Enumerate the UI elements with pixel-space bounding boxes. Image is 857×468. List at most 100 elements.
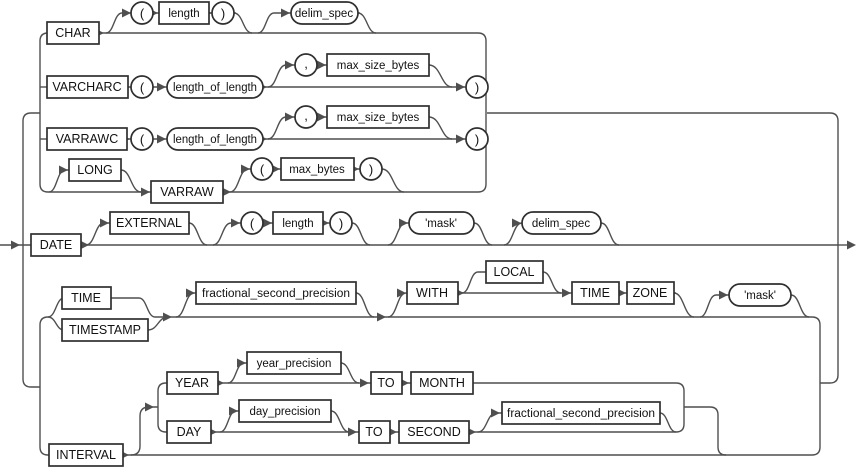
rparen1-circle	[211, 1, 235, 25]
long-label: LONG	[77, 163, 112, 177]
lparen3-label: (	[140, 132, 145, 147]
delim-spec1-label: delim_spec	[295, 8, 353, 20]
with-keyword-box	[406, 281, 459, 305]
fsp1-variable-box	[195, 281, 357, 305]
mask2-oval	[728, 283, 792, 307]
time-zone-time-keyword-box	[571, 281, 620, 305]
length-of-length1-label: length_of_length	[173, 82, 257, 94]
time-row-line	[155, 316, 821, 456]
month-label: MONTH	[419, 376, 465, 390]
to1-label: TO	[377, 376, 394, 390]
time2-label: TIME	[580, 286, 610, 300]
year-label: YEAR	[175, 376, 209, 390]
length-of-length2-label: length_of_length	[173, 134, 257, 146]
outer-branch-vertical	[22, 112, 40, 388]
month-keyword-box	[410, 371, 474, 395]
fsp2-variable-box	[501, 401, 661, 425]
time-keyword-box	[61, 286, 112, 310]
interval-label: INTERVAL	[56, 448, 116, 462]
max-size-bytes1-variable-box	[326, 53, 430, 77]
varrawc-keyword-box	[46, 127, 128, 151]
max-size-bytes2-variable-box	[326, 105, 430, 129]
entry-arrow	[11, 240, 20, 250]
mask1-oval	[408, 211, 475, 235]
exit-arrow	[847, 240, 856, 250]
external-keyword-box	[109, 211, 190, 235]
rparen2-circle	[465, 75, 489, 99]
time-label: TIME	[71, 291, 101, 305]
local-keyword-box	[485, 260, 544, 284]
top-group-left-vertical	[39, 32, 49, 193]
lparen5-label: (	[250, 216, 255, 231]
lparen3-circle	[130, 127, 154, 151]
year-precision-label: year_precision	[257, 358, 332, 370]
day-label: DAY	[177, 425, 202, 439]
lparen2-label: (	[140, 80, 145, 95]
delim-spec2-label: delim_spec	[532, 218, 590, 230]
delim-spec1-oval	[290, 1, 359, 25]
to2-keyword-box	[358, 420, 391, 444]
timestamp-keyword-box	[61, 318, 149, 342]
lparen4-circle	[250, 157, 274, 181]
rparen5-label: )	[339, 216, 343, 231]
date-keyword-box	[30, 233, 82, 257]
max-bytes-variable-box	[280, 157, 355, 181]
rparen3-circle	[465, 127, 489, 151]
char-row-line	[48, 32, 487, 193]
comma1-label: ,	[304, 56, 308, 71]
lower-branch-vertical	[39, 316, 49, 456]
day-precision-variable-box	[238, 399, 332, 423]
varraw-keyword-box	[150, 180, 224, 204]
lparen1-label: (	[140, 6, 145, 21]
year-row-line	[166, 382, 685, 433]
to1-keyword-box	[370, 371, 403, 395]
length-of-length1-oval	[166, 75, 264, 99]
length-of-length2-oval	[166, 127, 264, 151]
zone-keyword-box	[626, 281, 675, 305]
long-keyword-box	[68, 158, 122, 182]
comma2-circle	[294, 105, 318, 129]
day-precision-label: day_precision	[250, 406, 321, 418]
varcharc-keyword-box	[46, 75, 129, 99]
varraw-label: VARRAW	[160, 185, 214, 199]
day-keyword-box	[166, 420, 212, 444]
mask1-label: 'mask'	[425, 218, 457, 230]
max-size-bytes1-label: max_size_bytes	[337, 60, 420, 72]
interval-keyword-box	[48, 443, 124, 467]
timestamp-label: TIMESTAMP	[69, 323, 141, 337]
varrawc-label: VARRAWC	[56, 132, 119, 146]
rparen1-label: )	[221, 6, 225, 21]
top-group-exit-line	[487, 112, 839, 384]
year-keyword-box	[166, 371, 219, 395]
comma1-circle	[294, 53, 318, 77]
lparen4-label: (	[260, 162, 265, 177]
rparen4-circle	[359, 157, 383, 181]
comma2-label: ,	[304, 108, 308, 123]
lparen2-circle	[130, 75, 154, 99]
varcharc-label: VARCHARC	[52, 80, 121, 94]
second-keyword-box	[398, 420, 470, 444]
lparen5-circle	[240, 211, 264, 235]
rparen3-label: )	[475, 132, 479, 147]
rparen5-circle	[329, 211, 353, 235]
char-keyword-box	[46, 21, 100, 45]
node-labels: CHAR VARCHARC VARRAWC LONG VARRAW DATE E…	[40, 6, 776, 462]
delim-spec2-oval	[521, 211, 602, 235]
local-label: LOCAL	[494, 265, 535, 279]
external-label: EXTERNAL	[116, 216, 182, 230]
zone-label: ZONE	[633, 286, 668, 300]
max-bytes-label: max_bytes	[289, 164, 345, 176]
char-label: CHAR	[55, 26, 90, 40]
length1-variable-box	[158, 1, 210, 25]
length1-label: length	[168, 8, 199, 20]
node-shapes	[30, 1, 792, 467]
lparen1-circle	[130, 1, 154, 25]
max-size-bytes2-label: max_size_bytes	[337, 112, 420, 124]
date-label: DATE	[40, 238, 72, 252]
fsp2-label: fractional_second_precision	[507, 408, 655, 420]
with-label: WITH	[416, 286, 448, 300]
mask2-label: 'mask'	[744, 290, 776, 302]
second-label: SECOND	[407, 425, 460, 439]
